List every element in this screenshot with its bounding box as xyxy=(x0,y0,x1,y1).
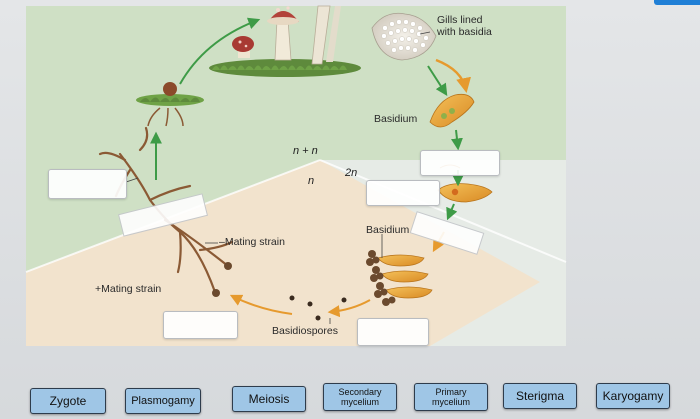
chip-sterigma[interactable]: Sterigma xyxy=(503,383,577,409)
drop-box-diploid[interactable] xyxy=(366,180,440,206)
drop-box-primary-left[interactable] xyxy=(48,169,127,199)
young-mushroom xyxy=(136,82,204,127)
plus-mating-strain-label: +Mating strain xyxy=(95,283,162,295)
corner-tab xyxy=(654,0,700,5)
minus-strain-spore xyxy=(224,262,232,270)
chip-karyogamy[interactable]: Karyogamy xyxy=(596,383,670,409)
ploidy-dikaryotic-label: n + n xyxy=(293,145,318,157)
tilted-drop-zones[interactable] xyxy=(118,193,485,255)
ploidy-haploid-label: n xyxy=(308,175,315,187)
chip-plasmogamy[interactable]: Plasmogamy xyxy=(125,388,201,414)
chip-primary-mycelium[interactable]: Primary mycelium xyxy=(414,383,488,411)
gills-illustration xyxy=(371,12,437,61)
cycle-arrows xyxy=(150,17,471,318)
drop-box-spores-right[interactable] xyxy=(357,318,429,346)
basidium-label-top: Basidium xyxy=(374,113,418,125)
basidiospores-label: Basidiospores xyxy=(272,325,338,337)
ploidy-diploid-label: 2n xyxy=(345,167,358,179)
basidium-cells xyxy=(429,93,493,203)
released-spores xyxy=(289,295,347,321)
leader-lines xyxy=(125,31,431,324)
chip-meiosis[interactable]: Meiosis xyxy=(232,386,306,412)
drop-box-spores-left[interactable] xyxy=(163,311,238,339)
basidia-with-spores xyxy=(366,250,433,306)
chip-secondary-mycelium[interactable]: Secondary mycelium xyxy=(323,383,397,411)
drop-box-basidium-upper[interactable] xyxy=(420,150,500,176)
gills-label: Gills lined with basidia xyxy=(437,14,492,38)
mushrooms-illustration xyxy=(209,5,361,77)
chip-zygote[interactable]: Zygote xyxy=(30,388,106,414)
basidium-label-mid: Basidium xyxy=(366,224,410,236)
minus-mating-strain-label: –Mating strain xyxy=(219,236,285,248)
plus-strain-spore xyxy=(212,289,220,297)
